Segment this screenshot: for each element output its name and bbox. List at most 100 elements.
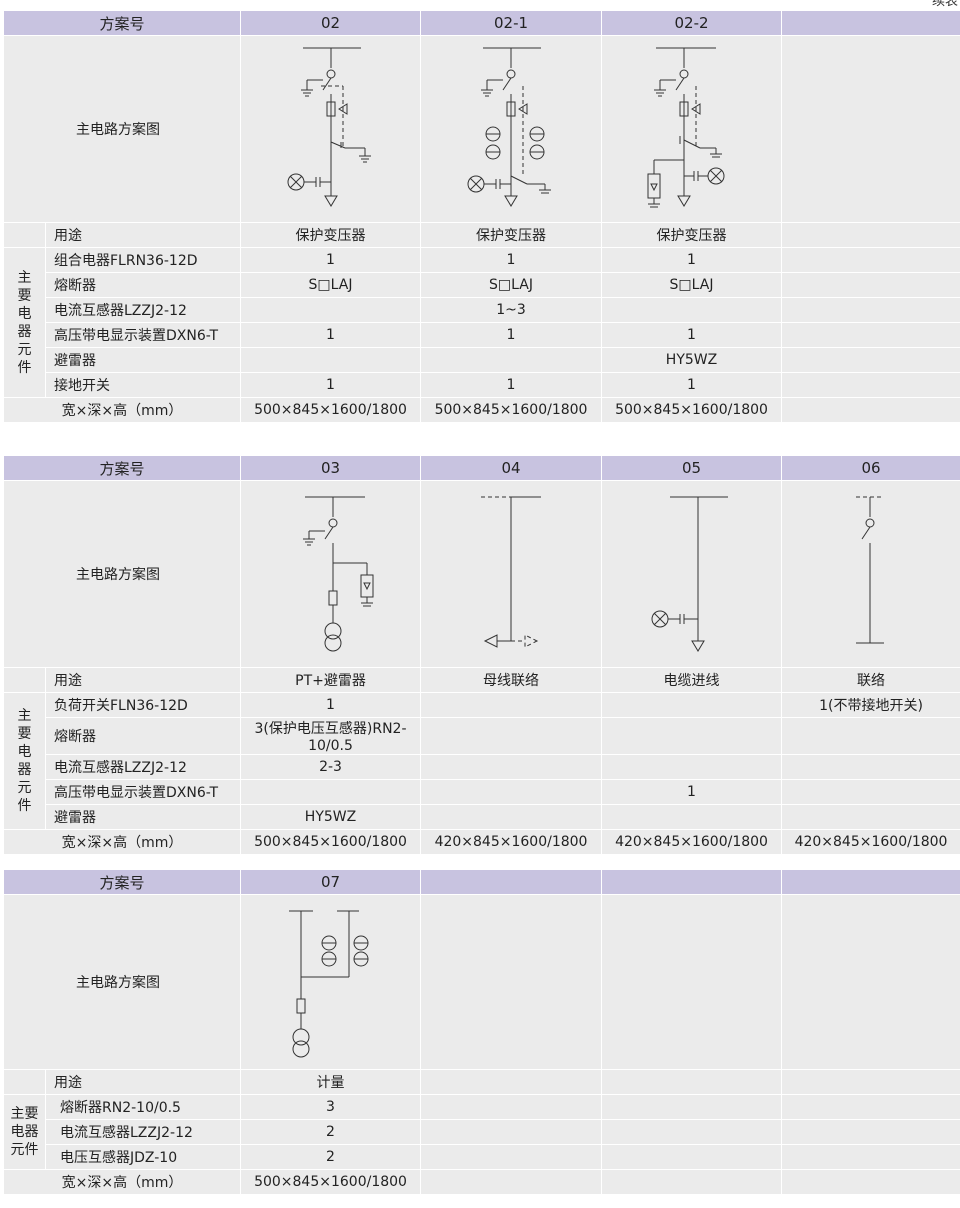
usage-value: 保护变压器 [601, 222, 783, 248]
component-value: 1 [420, 247, 603, 273]
component-value [240, 347, 422, 373]
usage-label: 用途 [44, 222, 242, 248]
component-value: 2 [240, 1144, 422, 1170]
diagram-row: 主电路方案图 [2, 480, 960, 668]
component-value [420, 779, 603, 805]
component-value [240, 297, 422, 323]
component-value: 1 [420, 372, 603, 398]
size-label: 宽×深×高（mm） [2, 397, 242, 423]
component-name: 电流互感器LZZJ2-12 [44, 297, 242, 323]
component-value [601, 804, 783, 830]
usage-value: 母线联络 [420, 667, 603, 693]
component-value [601, 717, 783, 755]
size-label: 宽×深×高（mm） [2, 1169, 242, 1195]
size-value [781, 397, 960, 423]
scheme-number: 02-1 [420, 10, 603, 36]
scheme-number-label: 方案号 [2, 455, 242, 481]
scheme-number-label: 方案号 [2, 869, 242, 895]
usage-value [781, 222, 960, 248]
component-name: 避雷器 [44, 347, 242, 373]
usage-value [601, 1069, 783, 1095]
component-row: 主要电器元件 负荷开关FLN36-12D 1 1(不带接地开关) [3, 692, 960, 830]
diagram-label: 主电路方案图 [2, 894, 242, 1070]
component-value: S□LAJ [420, 272, 603, 298]
component-name: 高压带电显示装置DXN6-T [44, 779, 242, 805]
size-value: 420×845×1600/1800 [420, 829, 603, 855]
scheme-number-label: 方案号 [2, 10, 242, 36]
main-components-label: 主要电器元件 [3, 247, 46, 398]
component-row: 高压带电显示装置DXN6-T 1 [4, 779, 960, 805]
size-label: 宽×深×高（mm） [2, 829, 242, 855]
component-value [420, 717, 603, 755]
usage-value: PT+避雷器 [240, 667, 422, 693]
component-value [781, 297, 960, 323]
component-row: 电流互感器LZZJ2-12 2-3 [4, 754, 960, 780]
scheme-header-row: 方案号 07 [2, 869, 960, 895]
component-name: 熔断器 [44, 272, 242, 298]
circuit-diagram-05 [601, 480, 783, 668]
component-value [601, 297, 783, 323]
usage-value [420, 1069, 603, 1095]
component-value [781, 804, 960, 830]
component-value [420, 804, 603, 830]
component-row: 电流互感器LZZJ2-12 1~3 [4, 297, 960, 323]
component-value: HY5WZ [601, 347, 783, 373]
usage-row: 用途 保护变压器 保护变压器 保护变压器 [3, 222, 960, 248]
size-value: 420×845×1600/1800 [781, 829, 960, 855]
empty-diagram-cell [601, 894, 783, 1070]
component-value [420, 1094, 603, 1120]
component-row: 主要电器元件 熔断器RN2-10/0.5 3 [3, 1094, 960, 1170]
circuit-diagram-07 [240, 894, 422, 1070]
empty-diagram-cell [420, 894, 603, 1070]
component-value [420, 347, 603, 373]
usage-row: 用途 计量 [3, 1069, 960, 1095]
component-value [781, 247, 960, 273]
component-value [601, 1119, 783, 1145]
component-value: 2 [240, 1119, 422, 1145]
component-name: 接地开关 [44, 372, 242, 398]
scheme-number [781, 869, 960, 895]
component-value [420, 754, 603, 780]
size-row: 宽×深×高（mm） 500×845×1600/1800 [2, 1169, 960, 1195]
component-row: 电流互感器LZZJ2-12 2 [4, 1119, 960, 1145]
usage-value: 保护变压器 [240, 222, 422, 248]
circuit-diagram-02-1 [420, 35, 603, 223]
circuit-diagram-03 [240, 480, 422, 668]
component-value: 1 [601, 247, 783, 273]
empty-diagram-cell [781, 894, 960, 1070]
component-name: 电流互感器LZZJ2-12 [44, 1119, 242, 1145]
component-value: S□LAJ [601, 272, 783, 298]
scheme-table-3: 方案号 07 主电路方案图 [2, 869, 960, 1195]
circuit-diagram-04 [420, 480, 603, 668]
component-row: 熔断器 3(保护电压互感器)RN2-10/0.5 [4, 717, 960, 755]
size-row: 宽×深×高（mm） 500×845×1600/1800 420×845×1600… [2, 829, 960, 855]
component-row: 熔断器 S□LAJ S□LAJ S□LAJ [4, 272, 960, 298]
component-value [601, 754, 783, 780]
component-value [781, 1094, 960, 1120]
circuit-diagram-06 [781, 480, 960, 668]
component-value: S□LAJ [240, 272, 422, 298]
size-value: 500×845×1600/1800 [420, 397, 603, 423]
component-value [240, 779, 422, 805]
component-value: 1 [601, 779, 783, 805]
scheme-number: 06 [781, 455, 960, 481]
component-value [420, 692, 603, 718]
component-value [781, 1144, 960, 1170]
main-components-label: 主要电器元件 [3, 692, 46, 830]
component-name: 电压互感器JDZ-10 [44, 1144, 242, 1170]
component-value [781, 1119, 960, 1145]
usage-label: 用途 [44, 1069, 242, 1095]
circuit-diagram-02-2 [601, 35, 783, 223]
component-row: 主要电器元件 组合电器FLRN36-12D 1 1 1 [3, 247, 960, 398]
usage-label: 用途 [44, 667, 242, 693]
component-value: 1(不带接地开关) [781, 692, 960, 718]
size-row: 宽×深×高（mm） 500×845×1600/1800 500×845×1600… [2, 397, 960, 423]
usage-value: 联络 [781, 667, 960, 693]
component-value: 1 [240, 372, 422, 398]
component-name: 高压带电显示装置DXN6-T [44, 322, 242, 348]
component-name: 负荷开关FLN36-12D [44, 692, 242, 718]
component-value [781, 754, 960, 780]
size-value [420, 1169, 603, 1195]
component-value [601, 1094, 783, 1120]
component-row: 避雷器 HY5WZ [4, 804, 960, 830]
